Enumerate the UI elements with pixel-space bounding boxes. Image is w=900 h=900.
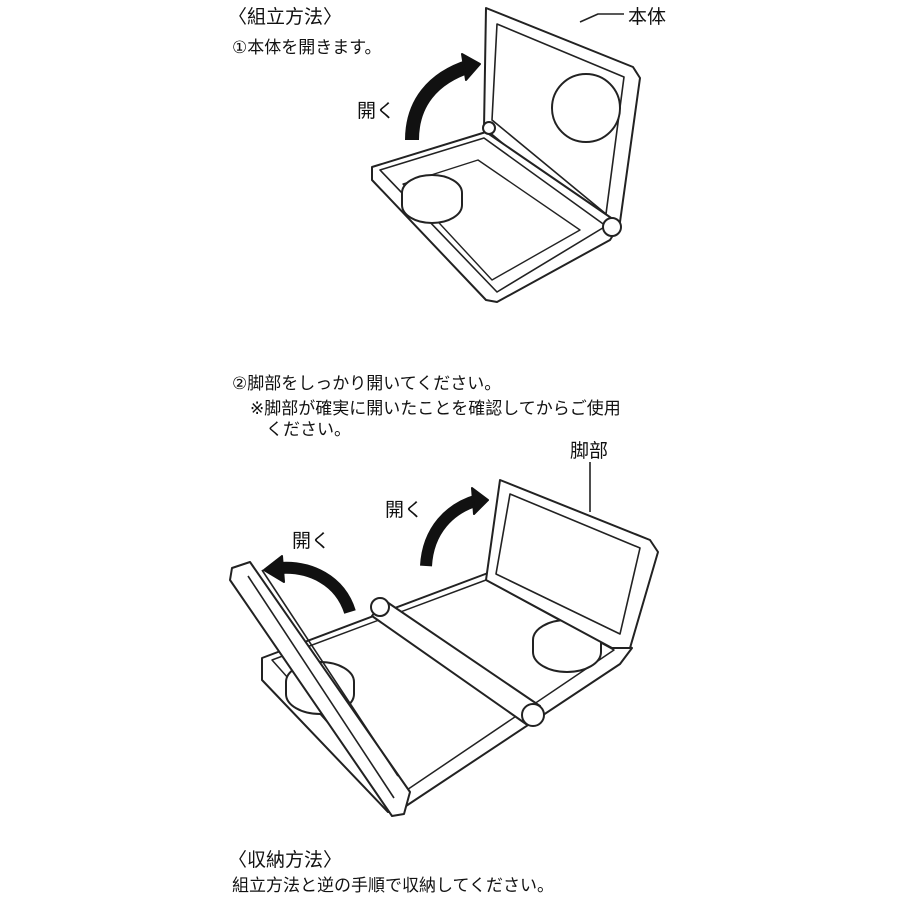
step2-callout-label: 脚部 [570, 440, 609, 462]
storage-text: 組立方法と逆の手順で収納してください。 [232, 876, 554, 896]
step1-text: ①本体を開きます。 [232, 38, 382, 58]
step2-open-label-right: 開く [385, 499, 424, 521]
step2-open-label-left: 開く [292, 530, 331, 552]
step2-note-line2: ください。 [266, 420, 351, 440]
step2-text: ②脚部をしっかり開いてください。 [232, 374, 502, 394]
step2-note-line1: ※脚部が確実に開いたことを確認してからご使用 [250, 399, 621, 419]
step1-callout-label: 本体 [628, 6, 667, 28]
storage-heading: 〈収納方法〉 [228, 849, 343, 871]
assembly-heading: 〈組立方法〉 [228, 6, 343, 28]
step1-open-label: 開く [357, 100, 396, 122]
curved-arrow-icon [405, 59, 473, 141]
